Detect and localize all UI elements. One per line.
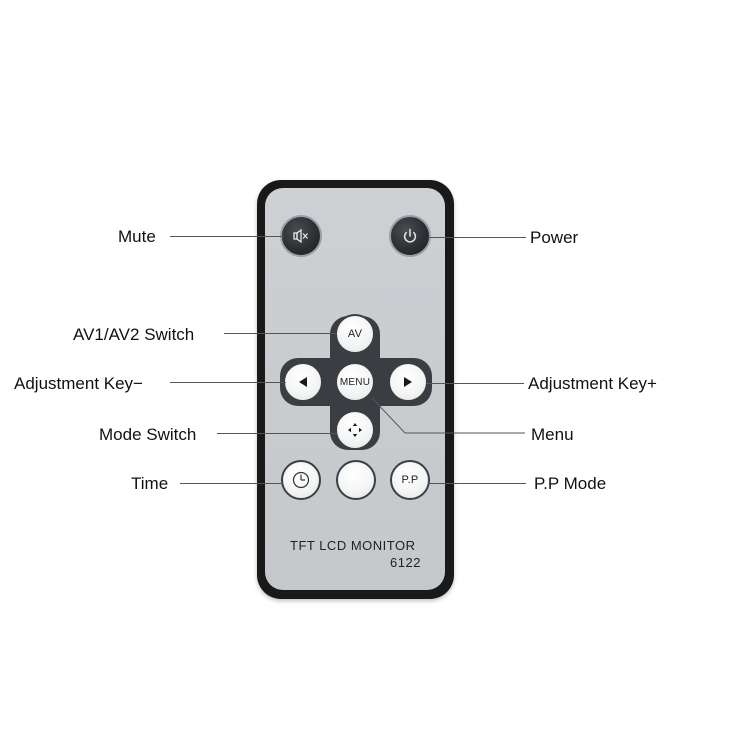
mode-switch-button[interactable] (335, 410, 375, 450)
menu-button[interactable]: MENU (335, 362, 375, 402)
av-button-label: AV (347, 328, 363, 340)
model-number: 6122 (390, 555, 421, 570)
power-button[interactable] (389, 215, 431, 257)
adjust-plus-label: Adjustment Key+ (528, 374, 657, 393)
adjust-plus-leader-line (426, 383, 524, 384)
adjust-minus-leader-line (170, 382, 286, 383)
model-name: TFT LCD MONITOR (290, 538, 416, 553)
speaker-muted-icon (293, 228, 308, 244)
triangle-left-icon (299, 377, 307, 387)
power-leader-line (428, 237, 526, 238)
power-icon (403, 228, 417, 243)
time-label: Time (131, 474, 169, 493)
mute-label: Mute (118, 227, 156, 246)
pp-button[interactable]: P.P (390, 460, 430, 500)
mute-leader-line (170, 236, 284, 237)
adjust-minus-label: Adjustment Key− (14, 374, 143, 393)
mode-switch-label: Mode Switch (99, 425, 197, 444)
menu-label: Menu (531, 425, 574, 444)
adjust-plus-button[interactable] (388, 362, 428, 402)
mode-switch-leader-line (217, 433, 337, 434)
blank-button[interactable] (336, 460, 376, 500)
power-label: Power (530, 228, 579, 247)
pp-mode-label: P.P Mode (534, 474, 607, 493)
pp-button-label: P.P (401, 474, 419, 486)
time-leader-line (180, 483, 283, 484)
menu-button-label: MENU (339, 376, 371, 388)
av-switch-leader-line (224, 333, 337, 334)
av-button[interactable]: AV (335, 314, 375, 354)
pp-mode-leader-line (428, 483, 526, 484)
triangle-right-icon (404, 377, 412, 387)
four-way-arrows-icon (348, 423, 362, 437)
time-button[interactable] (281, 460, 321, 500)
clock-icon (292, 471, 310, 489)
av-switch-label: AV1/AV2 Switch (73, 325, 195, 344)
